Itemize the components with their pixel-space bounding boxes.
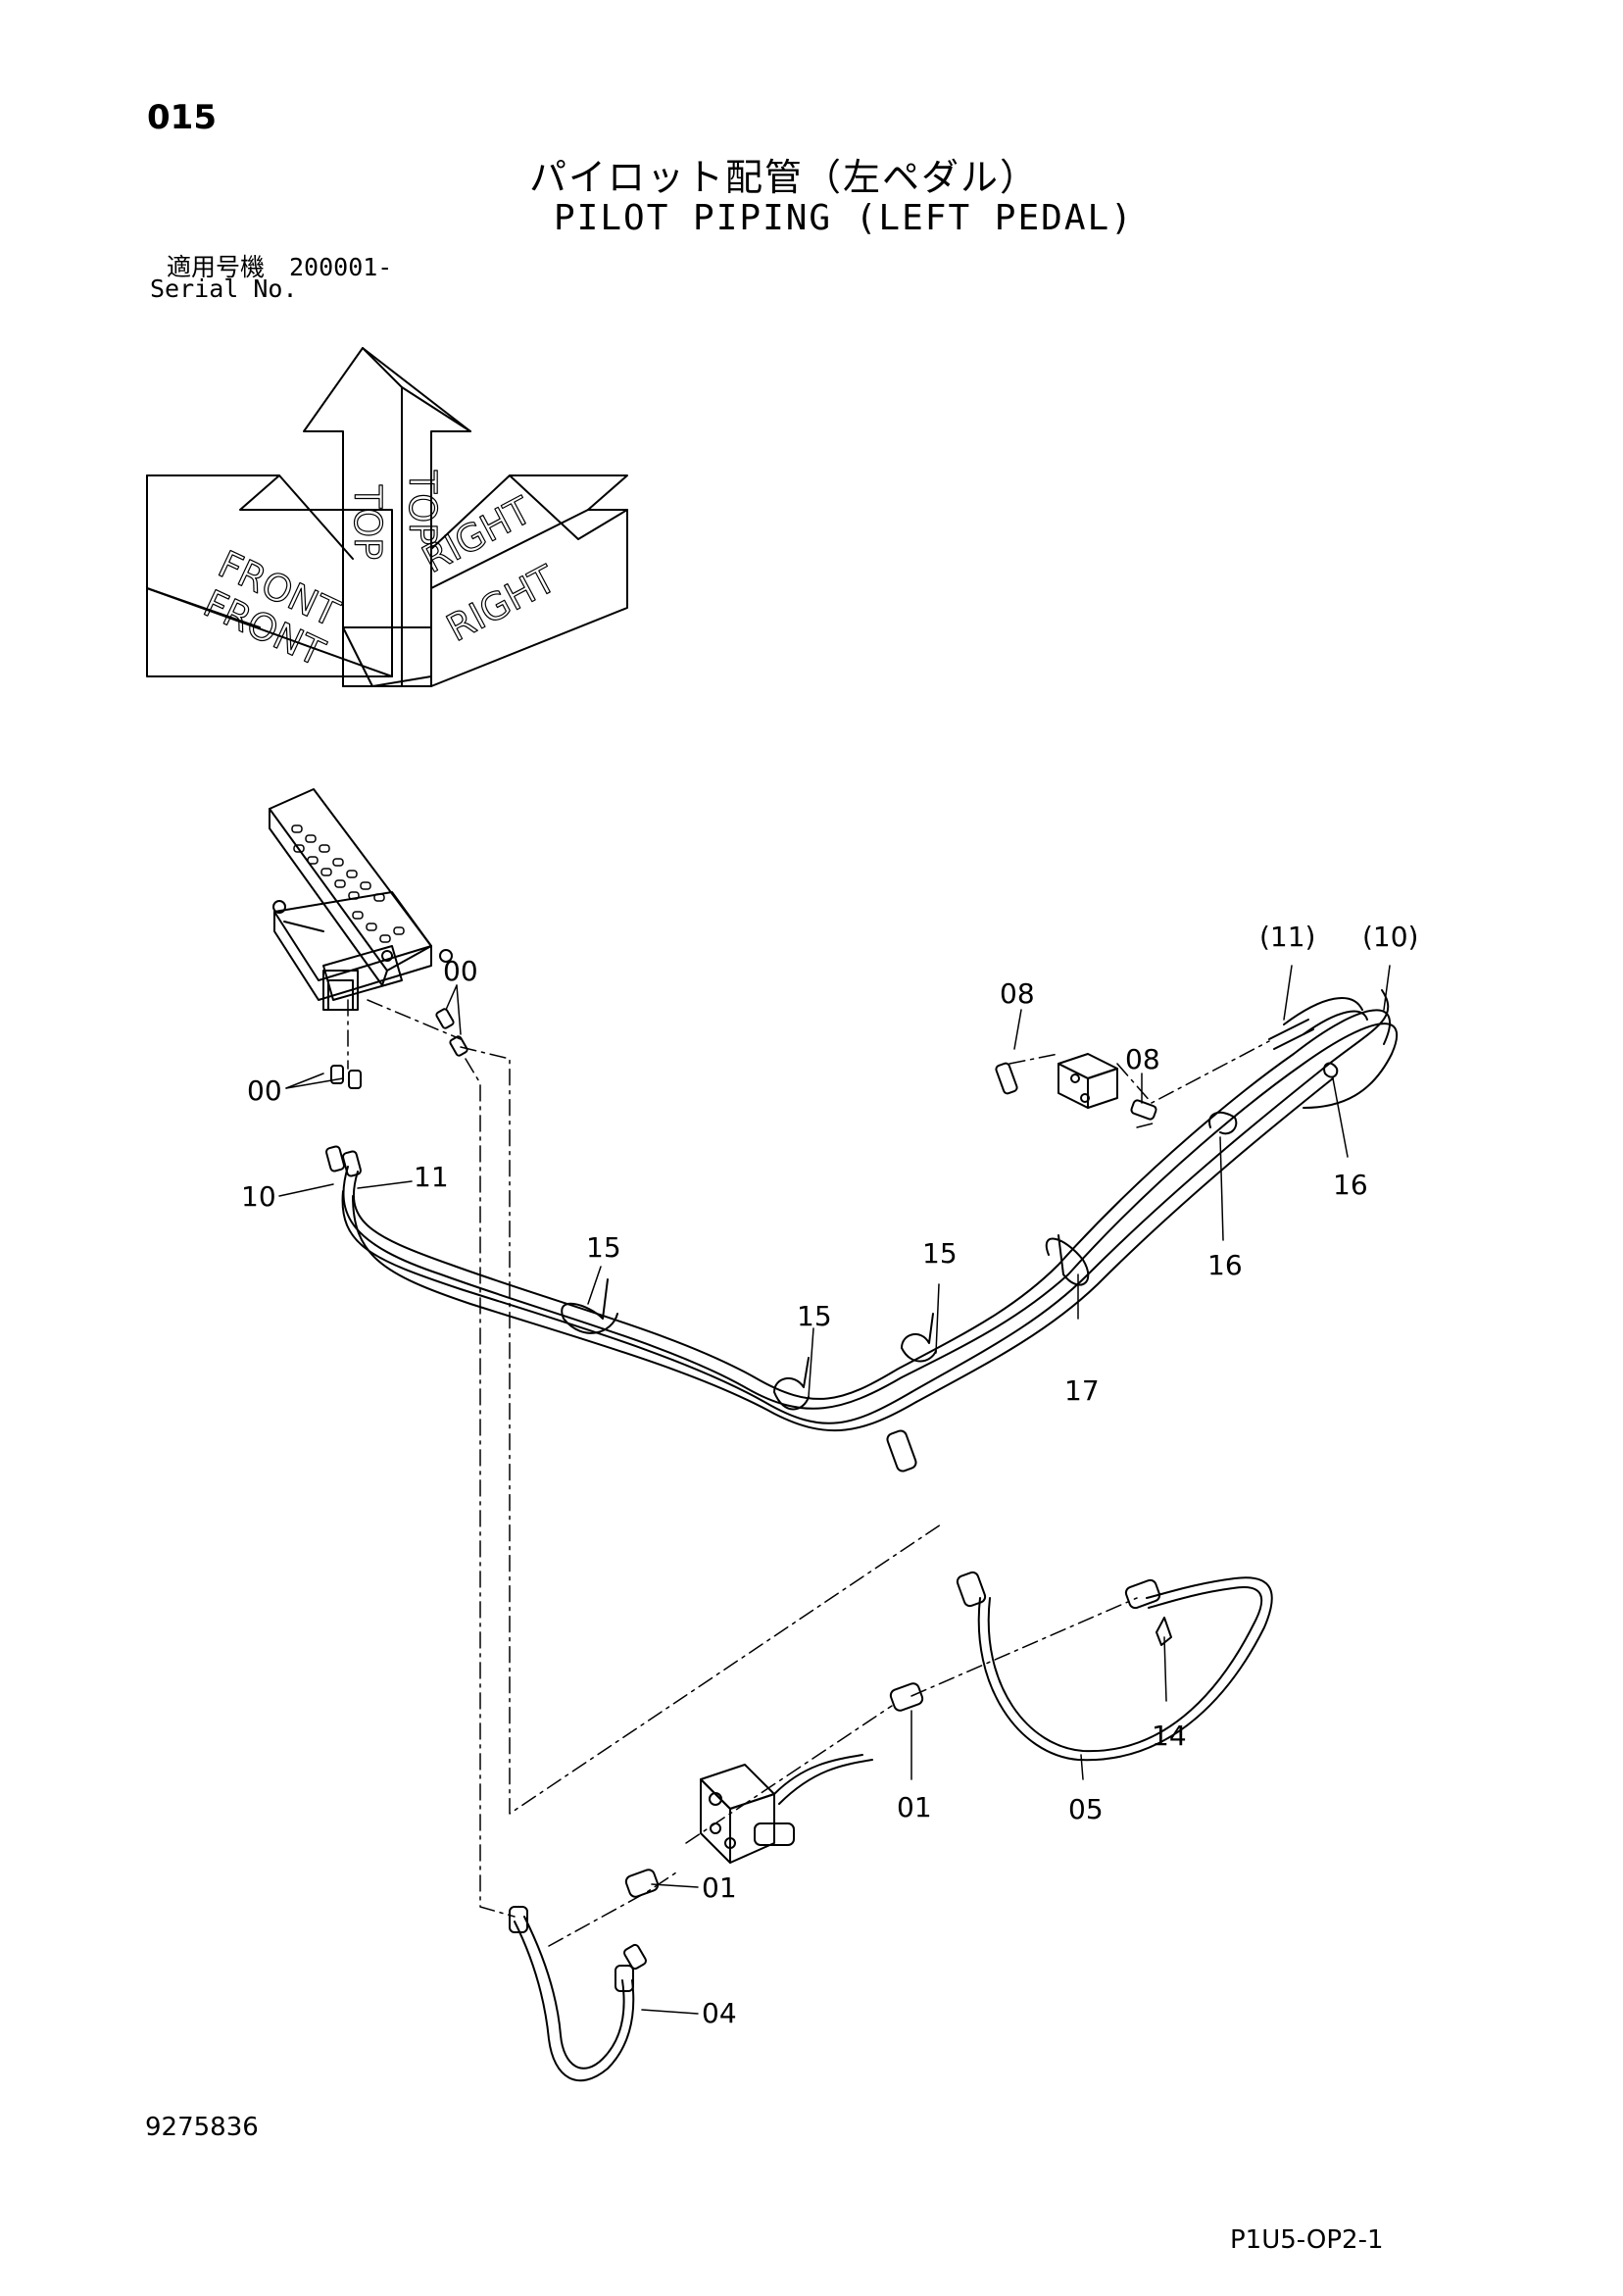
page-number: 015 [147, 98, 217, 137]
title-japanese: パイロット配管（左ペダル） [529, 156, 1040, 199]
callout-00-upper: 00 [443, 955, 478, 987]
serial-label-japanese: 適用号機 200001- [167, 253, 393, 281]
pedal-assembly [269, 788, 453, 1011]
routing-lines [347, 999, 1270, 1947]
callout-labels: 00 00 10 11 15 15 15 17 16 16 08 08 (11)… [241, 921, 1418, 2029]
orientation-indicator [146, 347, 628, 687]
reference-number: 9275836 [145, 2113, 259, 2142]
pilot-valve-lower [624, 1429, 924, 1898]
callout-01-left: 01 [702, 1872, 737, 1904]
callout-15-right: 15 [922, 1237, 958, 1270]
callout-11-parenthesized: (11) [1259, 921, 1315, 953]
orientation-top-right: TOP [401, 470, 444, 545]
callout-05: 05 [1068, 1793, 1104, 1825]
leader-lines [278, 965, 1391, 2015]
title-english: PILOT PIPING (LEFT PEDAL) [554, 198, 1134, 238]
callout-00-left: 00 [247, 1074, 282, 1107]
callout-15-middle: 15 [797, 1300, 832, 1332]
callout-08-lower: 08 [1125, 1043, 1160, 1075]
callout-10-parenthesized: (10) [1362, 921, 1418, 953]
callout-10: 10 [241, 1180, 276, 1213]
callout-16-lower: 16 [1207, 1249, 1243, 1281]
serial-label-english: Serial No. [150, 275, 298, 303]
callout-04: 04 [702, 1997, 737, 2029]
callout-08-upper: 08 [1000, 977, 1035, 1010]
callout-11: 11 [414, 1161, 449, 1193]
callout-01-right: 01 [897, 1791, 932, 1823]
callout-15-left: 15 [586, 1231, 621, 1264]
valve-block [995, 1053, 1157, 1121]
hose-clamps [561, 1062, 1339, 1411]
hose-05 [956, 1571, 1273, 1762]
hose-04 [509, 1906, 647, 2082]
orientation-top-left: TOP [346, 484, 389, 560]
orientation-right-lower: RIGHT [440, 557, 564, 650]
callout-17: 17 [1064, 1374, 1100, 1407]
callout-14: 14 [1152, 1720, 1187, 1752]
hose-fittings-pedal [325, 1008, 468, 1177]
pilot-hoses-upper [341, 989, 1398, 1432]
page-code: P1U5-OP2-1 [1230, 2225, 1384, 2255]
callout-16-upper: 16 [1333, 1169, 1368, 1201]
